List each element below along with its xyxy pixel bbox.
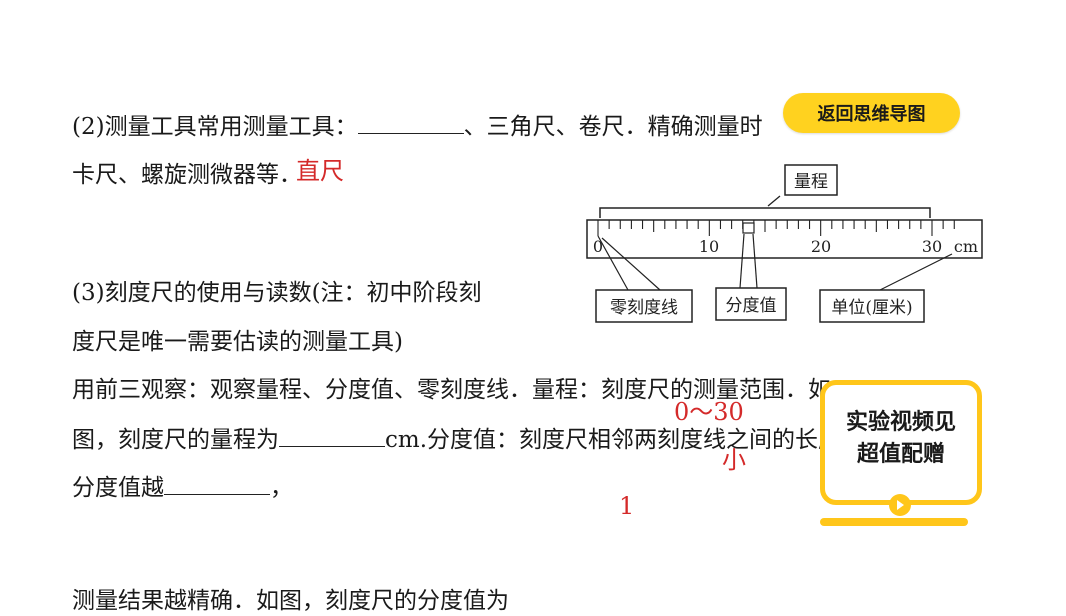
text-line-ruler-usage: (3)刻度尺的使用与读数(注：初中阶段刻 — [72, 278, 482, 308]
text-tools-prefix: (2)测量工具常用测量工具： — [72, 114, 358, 140]
tick-label-10: 10 — [699, 237, 719, 256]
text-line-observe: 用前三观察：观察量程、分度值、零刻度线．量程：刻度尺的测量范围．如 — [72, 375, 831, 405]
text-line-tools: (2)测量工具常用测量工具： 、三角尺、卷尺．精确测量时 — [72, 111, 763, 142]
range-label: 量程 — [794, 172, 828, 192]
blank-tool — [357, 111, 464, 134]
text-accuracy: 测量结果越精确．如图，刻度尺的分度值为 — [72, 588, 509, 614]
ruler-ticks — [597, 220, 955, 236]
division-label: 分度值 — [726, 296, 777, 316]
play-icon[interactable] — [889, 494, 911, 516]
text-line-accuracy: 测量结果越精确．如图，刻度尺的分度值为 — [72, 586, 509, 616]
tick-label-20: 20 — [811, 237, 831, 256]
blank-range — [279, 424, 385, 447]
tick-label-30: 30 — [922, 237, 942, 256]
text-line-range: 图，刻度尺的量程为 cm.分度值：刻度尺相邻两刻度线之间的长度． — [72, 424, 864, 455]
unit-label-box — [819, 289, 925, 323]
text-tools-suffix: 、三角尺、卷尺．精确测量时 — [463, 114, 763, 140]
text-division-prefix: 分度值越 — [72, 475, 164, 501]
text-calipers: 卡尺、螺旋测微器等． — [72, 162, 302, 188]
video-card-text: 实验视频见 超值配赠 — [825, 407, 977, 471]
range-label-box — [784, 164, 838, 196]
ruler-diagram: 量程 0 10 20 30 cm 零刻度线 分度值 单位(厘米) — [586, 164, 983, 323]
answer-smaller: 小 — [722, 446, 746, 474]
video-card-line1: 实验视频见 — [845, 410, 956, 435]
video-card-stand — [820, 518, 968, 526]
text-division-suffix: ， — [270, 475, 293, 501]
tick-label-0: 0 — [593, 237, 603, 256]
unit-label: cm — [954, 237, 978, 256]
back-to-mind-map-label: 返回思维导图 — [817, 104, 926, 125]
text-range-suffix: cm.分度值：刻度尺相邻两刻度线之间的长度． — [385, 427, 865, 453]
text-line-estimation: 度尺是唯一需要估读的测量工具) — [72, 327, 403, 357]
back-to-mind-map-button[interactable]: 返回思维导图 — [783, 93, 960, 133]
text-range-prefix: 图，刻度尺的量程为 — [72, 427, 279, 453]
unit-description-label: 单位(厘米) — [831, 298, 912, 318]
text-estimation: 度尺是唯一需要估读的测量工具) — [72, 329, 403, 355]
blank-division — [164, 472, 270, 495]
text-observe: 用前三观察：观察量程、分度值、零刻度线．量程：刻度尺的测量范围．如 — [72, 377, 831, 403]
answer-range: 0～30 — [674, 398, 744, 426]
zero-label-box — [595, 289, 693, 323]
text-line-calipers: 卡尺、螺旋测微器等． — [72, 160, 302, 190]
text-line-division: 分度值越 ， — [72, 472, 293, 503]
range-bracket — [599, 207, 931, 218]
division-label-box — [715, 287, 787, 321]
experiment-video-card[interactable]: 实验视频见 超值配赠 — [820, 380, 982, 505]
answer-one: 1 — [619, 492, 635, 520]
ruler-body — [586, 219, 983, 259]
zero-label: 零刻度线 — [610, 298, 678, 318]
video-card-line2: 超值配赠 — [856, 442, 945, 467]
text-ruler-usage: (3)刻度尺的使用与读数(注：初中阶段刻 — [72, 280, 482, 306]
answer-ruler-tool: 直尺 — [296, 157, 344, 185]
